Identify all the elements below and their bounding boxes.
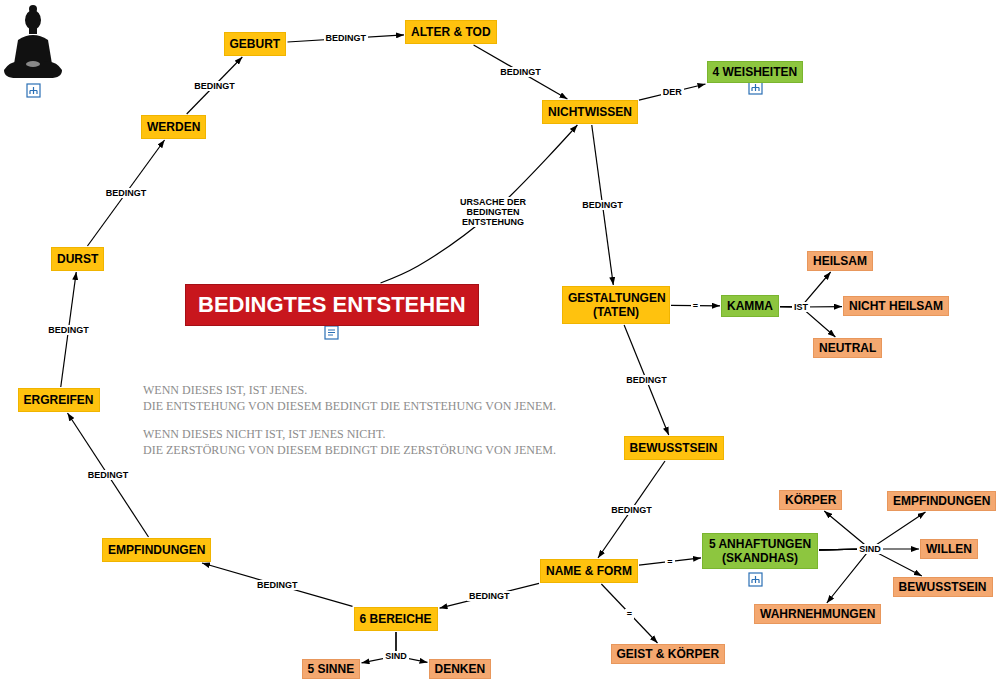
- edge-label: IST: [792, 302, 810, 312]
- edge-label: BEDINGT: [624, 375, 669, 385]
- note-text: DIE ENTSTEHUNG VON DIESEM BEDINGT DIE EN…: [143, 399, 556, 413]
- detail-box: BEWUSSTSEIN: [893, 577, 993, 597]
- node-text: EMPFINDUNGEN: [893, 494, 990, 508]
- edge-label: BEDINGT: [104, 188, 149, 198]
- connector-arrow: [598, 461, 665, 558]
- connector-arrow: [474, 45, 568, 99]
- edge-label: BEDINGT: [86, 470, 131, 480]
- node-text: ALTER & TOD: [411, 25, 491, 39]
- connector-arrow: [819, 549, 870, 603]
- cycle-link-box: ALTER & TOD: [405, 20, 497, 44]
- node-text: HEILSAM: [813, 254, 867, 268]
- cycle-link-box: EMPFINDUNGEN: [102, 538, 211, 562]
- node-text: DURST: [57, 252, 98, 266]
- edge-label: SIND: [857, 544, 883, 554]
- note-text: WENN DIESES NICHT IST, IST JENES NICHT.: [143, 427, 385, 441]
- edge-label: BEDINGT: [609, 505, 654, 515]
- edge-label: =: [691, 301, 700, 311]
- node-text: 6 BEREICHE: [360, 612, 432, 626]
- connector-arrow: [87, 140, 164, 246]
- cycle-link-box: NAME & FORM: [540, 559, 638, 583]
- node-text: BEWUSSTSEIN: [630, 441, 718, 455]
- node-text: NEUTRAL: [819, 341, 876, 355]
- node-text: WAHRNEHMUNGEN: [760, 607, 875, 621]
- mindmap-icon: [27, 84, 40, 97]
- concept-box: KAMMA: [721, 295, 779, 317]
- cycle-link-box: GESTALTUNGEN (TATEN): [562, 286, 670, 324]
- edge-label: BEDINGT: [46, 325, 91, 335]
- cycle-link-box: BEWUSSTSEIN: [624, 436, 724, 460]
- connector-arrow: [187, 57, 243, 114]
- detail-box: DENKEN: [429, 659, 492, 679]
- edge-label: DER: [661, 87, 684, 97]
- edge-label: =: [625, 609, 634, 619]
- edge-label: BEDINGT: [580, 200, 625, 210]
- node-text: WILLEN: [926, 542, 972, 556]
- concept-box: 5 ANHAFTUNGEN (SKANDHAS): [702, 533, 818, 569]
- node-text: 5 SINNE: [308, 662, 355, 676]
- node-text: EMPFINDUNGEN: [108, 543, 205, 557]
- mindmap-icon: [749, 573, 762, 586]
- node-text: GESTALTUNGEN (TATEN): [568, 291, 664, 319]
- concept-box: 4 WEISHEITEN: [707, 61, 804, 83]
- connector-arrow: [202, 563, 352, 606]
- connector-arrow: [440, 583, 540, 608]
- node-text: NICHT HEILSAM: [849, 299, 943, 313]
- edge-label: BEDINGT: [467, 591, 512, 601]
- node-text: NICHTWISSEN: [548, 105, 632, 119]
- connector-arrow: [639, 84, 706, 100]
- edge-label: URSACHE DER BEDINGTEN ENTSTEHUNG: [456, 197, 530, 227]
- node-text: DENKEN: [435, 662, 486, 676]
- edge-label: BEDINGT: [324, 33, 369, 43]
- edge-label: SIND: [383, 651, 409, 661]
- node-text: WERDEN: [147, 120, 200, 134]
- edge-label: =: [665, 557, 674, 567]
- cycle-link-box: DURST: [51, 247, 104, 271]
- buddha-figure: [4, 5, 62, 78]
- detail-box: NICHT HEILSAM: [843, 296, 949, 316]
- connector-arrow: [67, 413, 148, 537]
- detail-box: EMPFINDUNGEN: [887, 491, 996, 511]
- cycle-link-box: GEBURT: [224, 32, 287, 56]
- detail-box: HEILSAM: [807, 251, 873, 271]
- cycle-link-box: WERDEN: [141, 115, 206, 139]
- cycle-link-box: NICHTWISSEN: [542, 100, 638, 124]
- node-text: KÖRPER: [785, 493, 836, 507]
- detail-box: NEUTRAL: [813, 338, 882, 358]
- note-text: WENN DIESES IST, IST JENES.: [143, 383, 307, 397]
- note-text: DIE ZERSTÖRUNG VON DIESEM BEDINGT DIE ZE…: [143, 443, 556, 457]
- detail-box: WILLEN: [920, 539, 978, 559]
- node-text: 5 ANHAFTUNGEN (SKANDHAS): [708, 537, 812, 565]
- connector-arrow: [381, 125, 578, 283]
- edge-label: BEDINGT: [498, 67, 543, 77]
- node-text: KAMMA: [727, 299, 773, 313]
- node-text: 4 WEISHEITEN: [713, 65, 798, 79]
- title-box: BEDINGTES ENTSTEHEN: [185, 284, 479, 326]
- connector-arrow: [601, 584, 657, 643]
- node-text: GEBURT: [230, 37, 281, 51]
- detail-box: WAHRNEHMUNGEN: [754, 604, 881, 624]
- detail-box: GEIST & KÖRPER: [611, 644, 726, 664]
- node-text: NAME & FORM: [546, 564, 632, 578]
- cycle-link-box: ERGREIFEN: [18, 388, 100, 412]
- detail-box: KÖRPER: [779, 490, 842, 510]
- cycle-link-box: 6 BEREICHE: [354, 607, 438, 631]
- node-text: BEDINGTES ENTSTEHEN: [198, 292, 466, 318]
- node-text: ERGREIFEN: [24, 393, 94, 407]
- connector-arrow: [624, 325, 669, 435]
- edge-label: BEDINGT: [255, 580, 300, 590]
- node-text: GEIST & KÖRPER: [617, 647, 720, 661]
- note-icon: [325, 326, 338, 339]
- node-text: BEWUSSTSEIN: [899, 580, 987, 594]
- edge-label: BEDINGT: [192, 81, 237, 91]
- detail-box: 5 SINNE: [302, 659, 361, 679]
